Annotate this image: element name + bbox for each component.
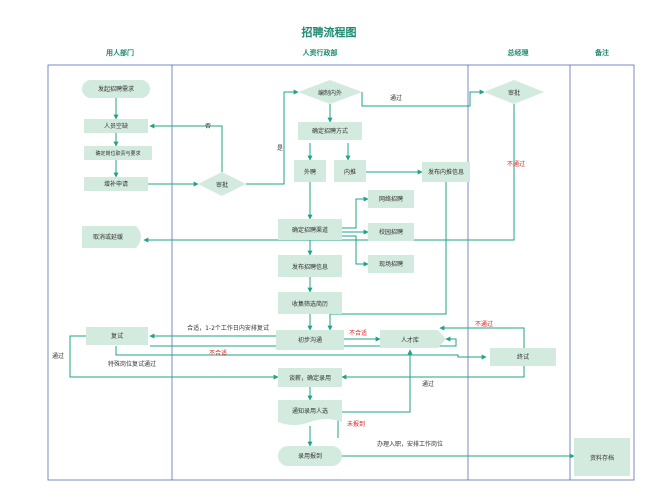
node-start-label: 发起招聘需求 xyxy=(98,85,134,93)
node-talent-pool-label: 人才库 xyxy=(401,336,419,344)
node-channel-label: 确定招聘渠道 xyxy=(292,226,328,234)
node-publish-label: 发布招聘信息 xyxy=(292,263,328,271)
edge-label-pass: 通过 xyxy=(52,352,64,360)
node-notify: 通知录用人选 xyxy=(278,400,342,425)
lane-header-note: 备注 xyxy=(594,48,609,57)
node-internal-label: 内推 xyxy=(344,168,356,176)
node-salary: 谈薪，确定录用 xyxy=(278,368,342,387)
edge-label-unfit: 不合适 xyxy=(349,329,367,337)
lane-header-hr: 人资行政部 xyxy=(303,48,338,57)
node-define-post-label: 确定岗位职责与要求 xyxy=(95,150,140,157)
node-channel: 确定招聘渠道 xyxy=(278,219,342,240)
node-onsite-label: 现场招聘 xyxy=(379,260,403,268)
node-reinterview-label: 复试 xyxy=(111,332,123,340)
node-recruit-type: 编制内外 xyxy=(298,80,362,104)
node-cancel-label: 取消或延缓 xyxy=(93,233,123,241)
node-onsite: 现场招聘 xyxy=(368,255,414,273)
node-screen: 收集筛选简历 xyxy=(278,292,342,314)
node-onboard-label: 录用报到 xyxy=(298,452,322,460)
edge-label-unfit: 不合适 xyxy=(209,349,227,357)
edge-label-schedule: 合适，1-2个工作日内安排复试 xyxy=(187,324,269,332)
node-method: 确定招聘方式 xyxy=(298,122,362,140)
lane-header-gm: 总经理 xyxy=(508,48,529,57)
node-method-label: 确定招聘方式 xyxy=(312,127,348,135)
node-notify-label: 通知录用人选 xyxy=(292,407,328,415)
node-recruit-type-label: 编制内外 xyxy=(318,89,342,97)
lane-header-dept: 用人部门 xyxy=(106,48,134,57)
node-initial: 初步沟通 xyxy=(276,330,344,350)
edge-label-onboard-note: 办理入职，安排工作岗位 xyxy=(377,440,443,448)
edge-label-pass: 通过 xyxy=(422,380,434,388)
node-campus-label: 校园招聘 xyxy=(379,228,403,236)
node-apply: 增补申请 xyxy=(84,177,148,191)
node-external-label: 外聘 xyxy=(304,168,316,176)
edge-label-reject-gm: 不通过 xyxy=(507,160,525,168)
edge-label-yes: 是 xyxy=(277,145,283,152)
diagram-title: 招聘流程图 xyxy=(302,25,357,39)
node-initial-label: 初步沟通 xyxy=(298,336,322,344)
node-online: 网络招聘 xyxy=(368,190,414,208)
node-reinterview: 复试 xyxy=(86,327,148,345)
node-publish-internal-label: 发布内推信息 xyxy=(428,168,464,176)
edge-label-no: 否 xyxy=(205,123,211,130)
edge-label-reject-final: 不通过 xyxy=(475,320,493,328)
node-salary-label: 谈薪，确定录用 xyxy=(289,374,331,382)
node-define-post: 确定岗位职责与要求 xyxy=(84,146,152,160)
node-external: 外聘 xyxy=(294,160,326,182)
node-final-interview: 终试 xyxy=(490,348,556,366)
node-start: 发起招聘需求 xyxy=(82,80,150,98)
node-archive-label: 资料存档 xyxy=(590,454,614,462)
node-online-label: 网络招聘 xyxy=(379,195,403,203)
node-screen-label: 收集筛选简历 xyxy=(292,300,328,308)
node-approve-gm-label: 审批 xyxy=(508,89,520,97)
node-archive: 资料存档 xyxy=(574,438,630,476)
node-publish-internal: 发布内推信息 xyxy=(422,162,470,182)
edge-label-noshow: 未报到 xyxy=(347,420,365,428)
node-approve-hr-label: 审批 xyxy=(216,181,228,189)
edge-label-special: 特殊岗位复试通过 xyxy=(108,360,156,368)
node-onboard: 录用报到 xyxy=(278,446,342,466)
node-publish: 发布招聘信息 xyxy=(278,255,342,277)
swimlane-frame xyxy=(47,64,635,481)
node-campus: 校园招聘 xyxy=(368,223,414,241)
edge-label-pass: 通过 xyxy=(390,94,402,102)
node-final-interview-label: 终试 xyxy=(517,353,529,361)
node-approve-gm: 审批 xyxy=(484,80,544,104)
node-vacancy: 人员空缺 xyxy=(84,119,148,133)
connectors xyxy=(69,89,575,459)
node-internal: 内推 xyxy=(334,160,366,182)
node-approve-hr: 审批 xyxy=(198,172,246,196)
node-cancel: 取消或延缓 xyxy=(82,226,141,248)
node-vacancy-label: 人员空缺 xyxy=(104,122,128,130)
node-talent-pool: 人才库 xyxy=(380,330,446,348)
node-apply-label: 增补申请 xyxy=(104,180,128,188)
